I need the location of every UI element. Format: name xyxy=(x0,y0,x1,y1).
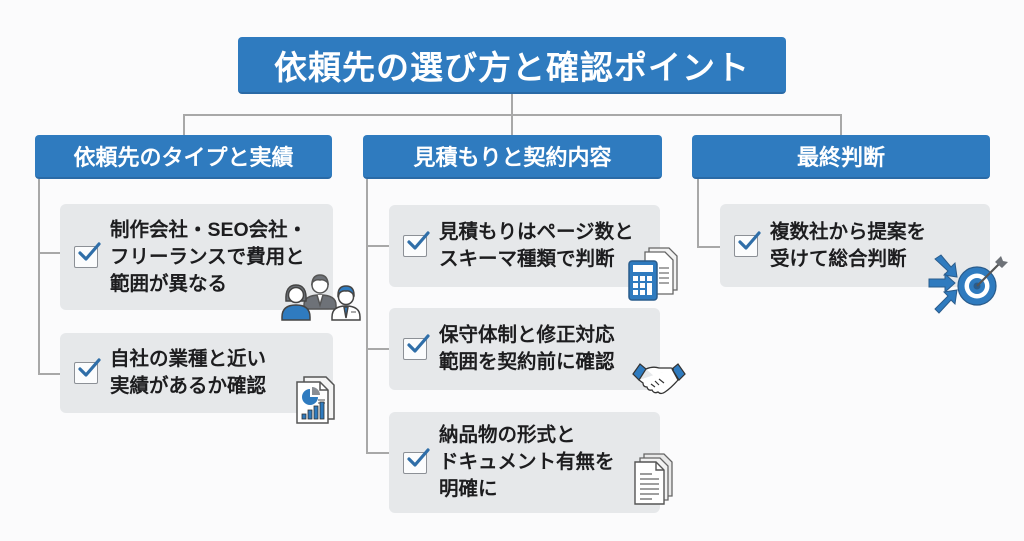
checklist-item: 納品物の形式と ドキュメント有無を 明確に xyxy=(389,412,660,513)
item-text: 納品物の形式と ドキュメント有無を 明確に xyxy=(439,422,615,503)
column-2-branch-1 xyxy=(366,245,389,247)
people-group-icon xyxy=(281,274,361,321)
connector-top-horizontal xyxy=(183,114,842,116)
checkbox-checked[interactable] xyxy=(403,447,430,474)
diagram-title: 依頼先の選び方と確認ポイント xyxy=(238,37,786,94)
item-text-line: 見積もりはページ数と xyxy=(439,221,634,243)
checkbox-checked[interactable] xyxy=(403,334,430,360)
column-header-final-decision: 最終判断 xyxy=(692,135,990,179)
checklist-item: 見積もりはページ数と スキーマ種類で判断 xyxy=(389,205,660,287)
item-text-line: 自社の業種と近い xyxy=(110,348,267,370)
item-text: 見積もりはページ数と スキーマ種類で判断 xyxy=(439,219,634,273)
checklist-item: 保守体制と修正対応 範囲を契約前に確認 xyxy=(389,308,660,390)
column-header-vendor-type: 依頼先のタイプと実績 xyxy=(35,135,332,179)
item-text-line: 実績があるか確認 xyxy=(110,375,267,397)
checkbox-checked[interactable] xyxy=(403,231,430,257)
item-text-line: 明確に xyxy=(439,478,498,500)
item-text-line: ドキュメント有無を xyxy=(439,451,615,473)
checklist-item: 制作会社・SEO会社・ フリーランスで費用と 範囲が異なる xyxy=(60,204,333,310)
checklist-item: 自社の業種と近い 実績があるか確認 xyxy=(60,333,333,413)
item-text-line: スキーマ種類で判断 xyxy=(439,248,615,270)
connector-to-column-2 xyxy=(511,114,513,135)
item-text: 複数社から提案を 受けて総合判断 xyxy=(770,219,926,273)
column-1-branch-1 xyxy=(38,252,60,254)
check-icon xyxy=(407,334,430,353)
item-text: 保守体制と修正対応 範囲を契約前に確認 xyxy=(439,322,615,376)
checkbox-checked[interactable] xyxy=(74,242,101,268)
connector-to-column-1 xyxy=(183,114,185,135)
item-text-line: 複数社から提案を xyxy=(770,220,927,243)
item-text-line: 範囲が異なる xyxy=(110,272,228,295)
check-icon xyxy=(78,242,101,261)
connector-to-column-3 xyxy=(840,114,842,135)
connector-title-stem xyxy=(511,94,513,115)
calculator-documents-icon xyxy=(628,247,678,301)
item-text-line: 納品物の形式と xyxy=(439,424,576,446)
document-stack-icon xyxy=(634,453,673,505)
column-2-branch-2 xyxy=(366,348,389,350)
check-icon xyxy=(407,447,430,467)
item-text-line: 受けて総合判断 xyxy=(770,247,907,270)
column-1-branch-2 xyxy=(38,373,60,375)
target-arrows-icon xyxy=(928,254,1008,314)
handshake-icon xyxy=(632,363,686,395)
chart-report-icon xyxy=(296,376,335,424)
column-2-spine xyxy=(366,179,368,453)
check-icon xyxy=(407,231,430,250)
column-2-branch-3 xyxy=(366,452,389,454)
item-text-line: 制作会社・SEO会社・ xyxy=(110,218,308,241)
item-text: 自社の業種と近い 実績があるか確認 xyxy=(110,346,266,400)
check-icon xyxy=(738,230,761,250)
column-1-spine xyxy=(38,179,40,374)
item-text: 制作会社・SEO会社・ フリーランスで費用と 範囲が異なる xyxy=(110,217,307,298)
column-3-spine xyxy=(697,179,699,247)
checkbox-checked[interactable] xyxy=(734,230,761,257)
item-text-line: 保守体制と修正対応 xyxy=(439,324,615,346)
item-text-line: 範囲を契約前に確認 xyxy=(439,351,615,373)
check-icon xyxy=(78,358,101,377)
column-3-branch-1 xyxy=(697,246,720,248)
checklist-item: 複数社から提案を 受けて総合判断 xyxy=(720,204,990,287)
item-text-line: フリーランスで費用と xyxy=(110,245,305,268)
column-header-estimate-contract: 見積もりと契約内容 xyxy=(363,135,662,179)
checkbox-checked[interactable] xyxy=(74,358,101,384)
